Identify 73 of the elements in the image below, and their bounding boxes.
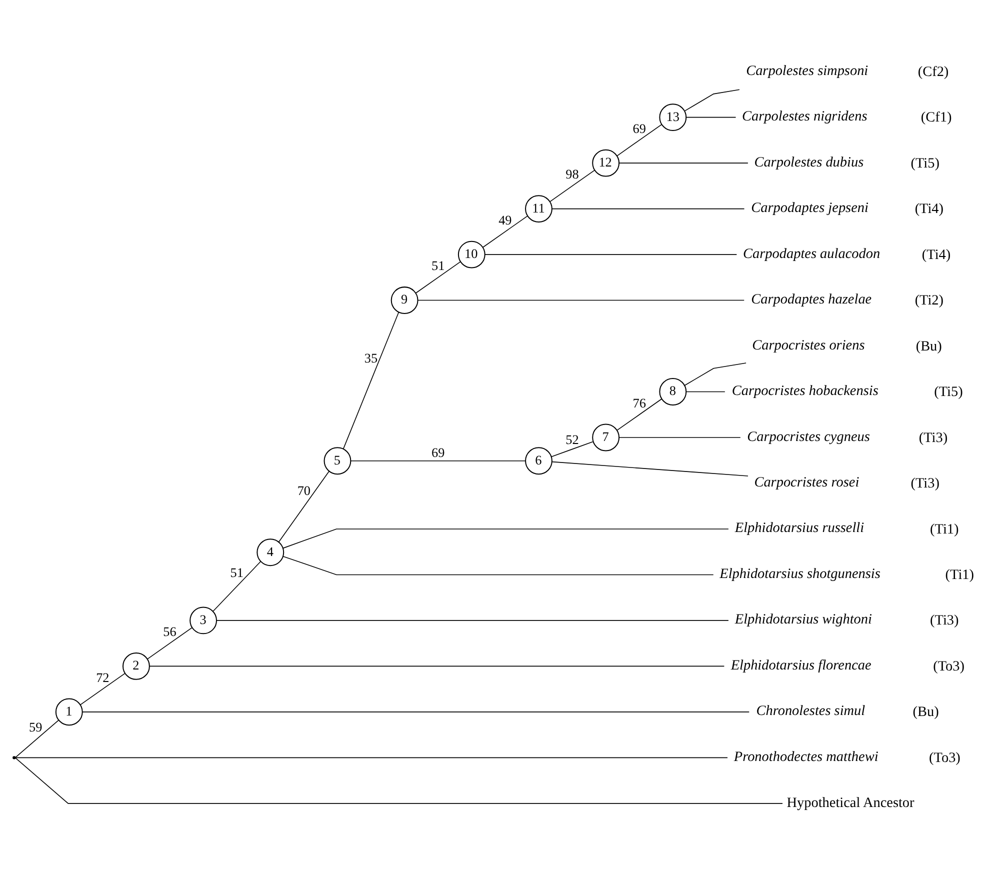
node-text: Carpolestes nigridens (Cf1) — [742, 108, 952, 126]
connector — [212, 560, 261, 612]
edge-label: 52 — [565, 432, 578, 448]
connector — [685, 116, 736, 118]
connector — [282, 528, 728, 549]
node-text: Pronothodectes matthewi (To3) — [733, 748, 960, 766]
edge-label: 59 — [28, 720, 42, 735]
node-circle: 8 — [658, 378, 686, 406]
node-circle: 10 — [457, 240, 485, 268]
connector — [216, 620, 728, 621]
edge-label: 69 — [632, 120, 646, 136]
edge-label: 98 — [565, 166, 578, 182]
connector — [482, 216, 528, 248]
edge-label: 51 — [431, 258, 444, 274]
connector — [282, 556, 714, 576]
edge-label: 72 — [96, 670, 109, 685]
node-text: Elphidotarsius shotgunensis (Ti1) — [719, 566, 974, 583]
connector — [616, 398, 662, 431]
connector — [79, 673, 125, 706]
node-text: Elphidotarsius russelli (Ti1) — [734, 520, 958, 538]
connector — [551, 208, 744, 210]
node-circle: 4 — [256, 538, 284, 566]
edge-label: 56 — [162, 624, 176, 640]
node-circle: 2 — [122, 652, 150, 680]
node-circle: 1 — [54, 698, 82, 726]
node-point — [12, 756, 16, 760]
connector — [484, 254, 737, 255]
node-text: Elphidotarsius wightoni (Ti3) — [734, 612, 958, 629]
edge-label: 49 — [498, 212, 512, 228]
node-text: Carpolestes simpsoni (Cf2) — [746, 62, 948, 80]
connector — [342, 312, 398, 450]
connector — [618, 162, 748, 164]
node-text: Carpocristes oriens (Bu) — [752, 337, 942, 354]
connector — [350, 460, 526, 462]
node-circle: 9 — [390, 286, 418, 314]
connector — [550, 441, 593, 458]
node-circle: 6 — [524, 447, 552, 475]
connector — [616, 124, 662, 156]
connector — [414, 261, 460, 294]
node-text: Carpodaptes jepseni (Ti4) — [750, 200, 944, 218]
connector — [14, 757, 728, 758]
connector — [684, 89, 740, 112]
node-circle: 11 — [524, 195, 552, 223]
node-circle: 3 — [189, 606, 217, 634]
node-text: Carpodaptes aulacodon (Ti4) — [742, 246, 950, 263]
node-text: Carpocristes cygneus (Ti3) — [746, 428, 948, 446]
connector — [278, 470, 329, 542]
connector — [685, 391, 725, 392]
node-text: Elphidotarsius florencae (To3) — [730, 657, 964, 674]
connector — [14, 720, 58, 758]
node-text: Carpocristes hobackensis (Ti5) — [731, 383, 962, 400]
connector — [549, 170, 594, 202]
node-text: Carpocristes rosei (Ti3) — [754, 474, 939, 492]
node-circle: 5 — [323, 447, 351, 475]
connector — [148, 666, 724, 667]
node-text: Chronolestes simul (Bu) — [756, 703, 938, 720]
connector — [618, 437, 740, 438]
edge-label: 51 — [230, 565, 243, 580]
edge-label: 76 — [632, 395, 646, 410]
edge-label: 70 — [296, 482, 310, 498]
connector — [416, 300, 744, 301]
node-circle: 13 — [658, 104, 686, 132]
edge-label: 35 — [364, 350, 378, 366]
node-circle: 12 — [592, 149, 620, 177]
connector — [14, 757, 782, 804]
edge-label: 69 — [431, 445, 444, 460]
connector — [551, 461, 748, 476]
node-circle: 7 — [592, 424, 620, 452]
connector — [684, 362, 746, 386]
node-text: Carpodaptes hazelae (Ti2) — [750, 292, 944, 309]
node-text: Carpolestes dubius (Ti5) — [754, 154, 939, 172]
node-text: Hypothetical Ancestor — [786, 795, 914, 812]
connector — [146, 627, 192, 660]
